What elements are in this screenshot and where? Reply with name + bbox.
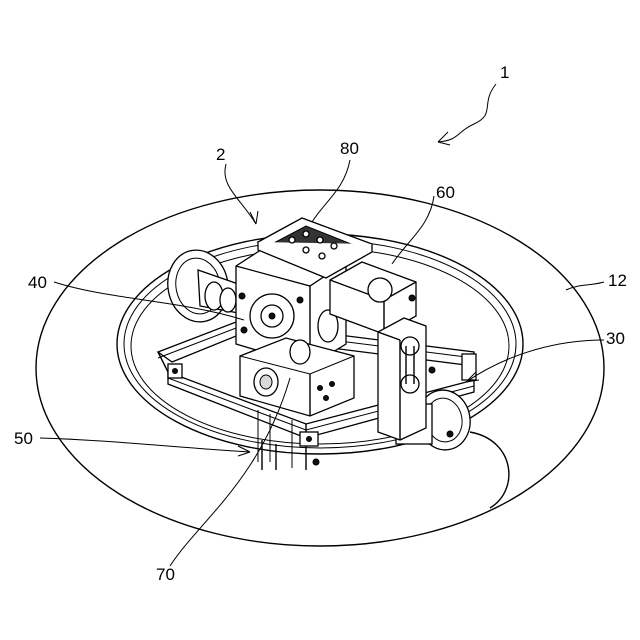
label-support: 50 — [14, 429, 33, 448]
left-wheel — [162, 245, 244, 326]
label-robot: 2 — [216, 145, 225, 164]
label-assembly: 1 — [500, 63, 509, 82]
label-arm-unit: 60 — [436, 183, 455, 202]
label-control-board: 80 — [340, 139, 359, 158]
label-frame: 30 — [606, 329, 625, 348]
label-tire: 12 — [608, 271, 627, 290]
label-wheel-unit: 40 — [28, 273, 47, 292]
label-motor-unit: 70 — [156, 565, 175, 584]
